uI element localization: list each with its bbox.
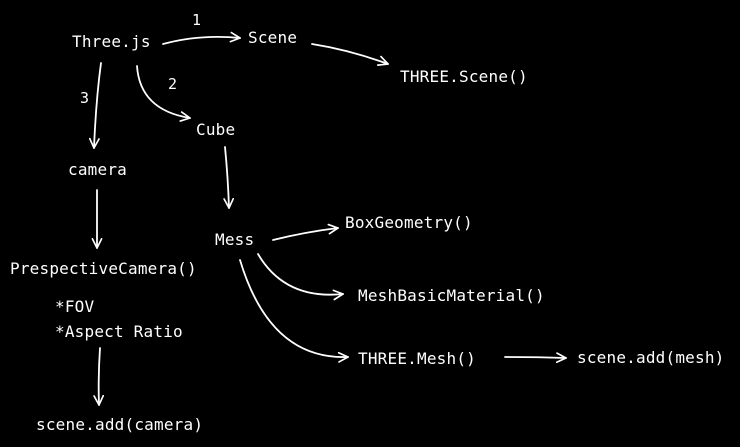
node-mesh-basic-material: MeshBasicMaterial() bbox=[358, 286, 545, 305]
step-label-2: 2 bbox=[168, 75, 178, 93]
arrow-mess-to-mesh-basic-material bbox=[257, 253, 344, 301]
node-three-mesh: THREE.Mesh() bbox=[358, 349, 476, 368]
arrow-three-mesh-to-scene-add-mesh bbox=[504, 352, 567, 364]
arrow-mess-to-three-mesh bbox=[239, 259, 349, 363]
arrow-threejs-to-cube bbox=[136, 65, 191, 122]
arrow-aspect-to-scene-add-camera bbox=[93, 347, 105, 406]
node-scene: Scene bbox=[248, 28, 298, 47]
arrow-threejs-to-camera bbox=[88, 62, 102, 149]
node-cube: Cube bbox=[196, 120, 236, 139]
step-label-1: 1 bbox=[192, 11, 202, 29]
note-aspect-ratio: *Aspect Ratio bbox=[55, 322, 183, 341]
step-label-3: 3 bbox=[80, 89, 90, 107]
node-scene-add-camera: scene.add(camera) bbox=[36, 415, 204, 434]
arrow-threejs-to-scene bbox=[162, 31, 241, 45]
node-mess: Mess bbox=[215, 230, 255, 249]
node-perspective-camera: PrespectiveCamera() bbox=[10, 259, 197, 278]
arrow-scene-to-three-scene bbox=[311, 43, 389, 66]
node-box-geometry: BoxGeometry() bbox=[345, 213, 473, 232]
node-three-scene: THREE.Scene() bbox=[400, 67, 528, 86]
node-threejs: Three.js bbox=[72, 32, 151, 51]
node-camera: camera bbox=[68, 160, 127, 179]
note-fov: *FOV bbox=[55, 297, 95, 316]
arrow-mess-to-box-geometry bbox=[272, 223, 339, 241]
arrow-cube-to-mess bbox=[223, 146, 235, 209]
node-scene-add-mesh: scene.add(mesh) bbox=[577, 348, 725, 367]
